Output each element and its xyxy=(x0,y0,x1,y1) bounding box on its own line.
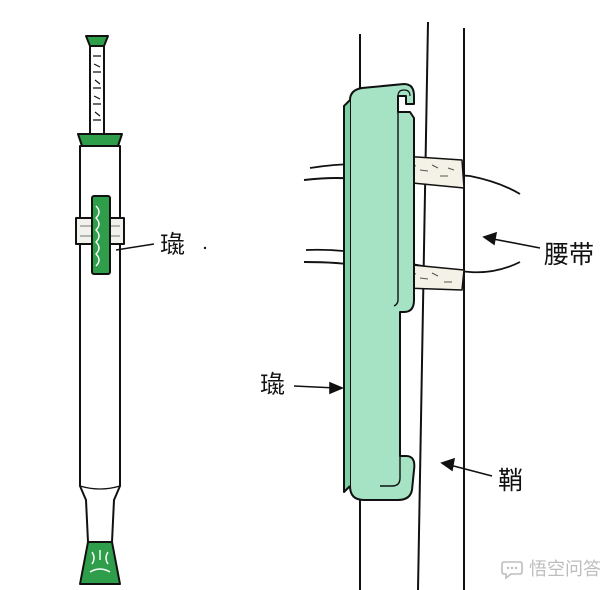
right-zhi-hook-top xyxy=(397,89,411,97)
right-zhi-side xyxy=(343,99,351,493)
right-zhi-arrow-head xyxy=(329,381,345,395)
right-zhi-arrow-line xyxy=(293,385,337,389)
right-zhi-label: 璏 xyxy=(260,370,286,399)
sheath-mid-line xyxy=(417,21,429,590)
belt-arrow-line xyxy=(487,237,541,249)
chape-pattern xyxy=(89,550,111,573)
watermark: 悟空问答 xyxy=(501,560,601,580)
sheath-label: 鞘 xyxy=(498,466,524,495)
left-zhi-ornament xyxy=(91,195,111,275)
left-zhi-label: 璏 xyxy=(160,230,186,259)
detail-illustration xyxy=(303,21,521,590)
sheath-arrow-head xyxy=(440,457,456,472)
belt-arrow-head xyxy=(482,231,498,246)
right-zhi-inner-groove xyxy=(393,112,399,307)
left-zhi-pattern xyxy=(95,205,100,267)
sheath-arrow-line xyxy=(445,463,493,477)
sword-grip xyxy=(89,45,105,135)
left-zhi-pointer xyxy=(115,243,155,251)
chat-bubble-icon xyxy=(501,561,523,580)
sword-guard xyxy=(77,133,123,147)
sword-illustration xyxy=(75,35,155,585)
right-zhi-body xyxy=(349,83,416,501)
watermark-text: 悟空问答 xyxy=(529,559,601,580)
sword-pommel xyxy=(85,35,109,47)
label-dot xyxy=(203,246,207,250)
right-zhi-hook-bottom xyxy=(380,456,401,487)
belt-label: 腰带 xyxy=(544,240,595,269)
grip-wrapping xyxy=(93,55,101,121)
scabbard-inner-line xyxy=(79,485,121,490)
scabbard-chape xyxy=(79,541,121,585)
arrows xyxy=(293,231,541,477)
